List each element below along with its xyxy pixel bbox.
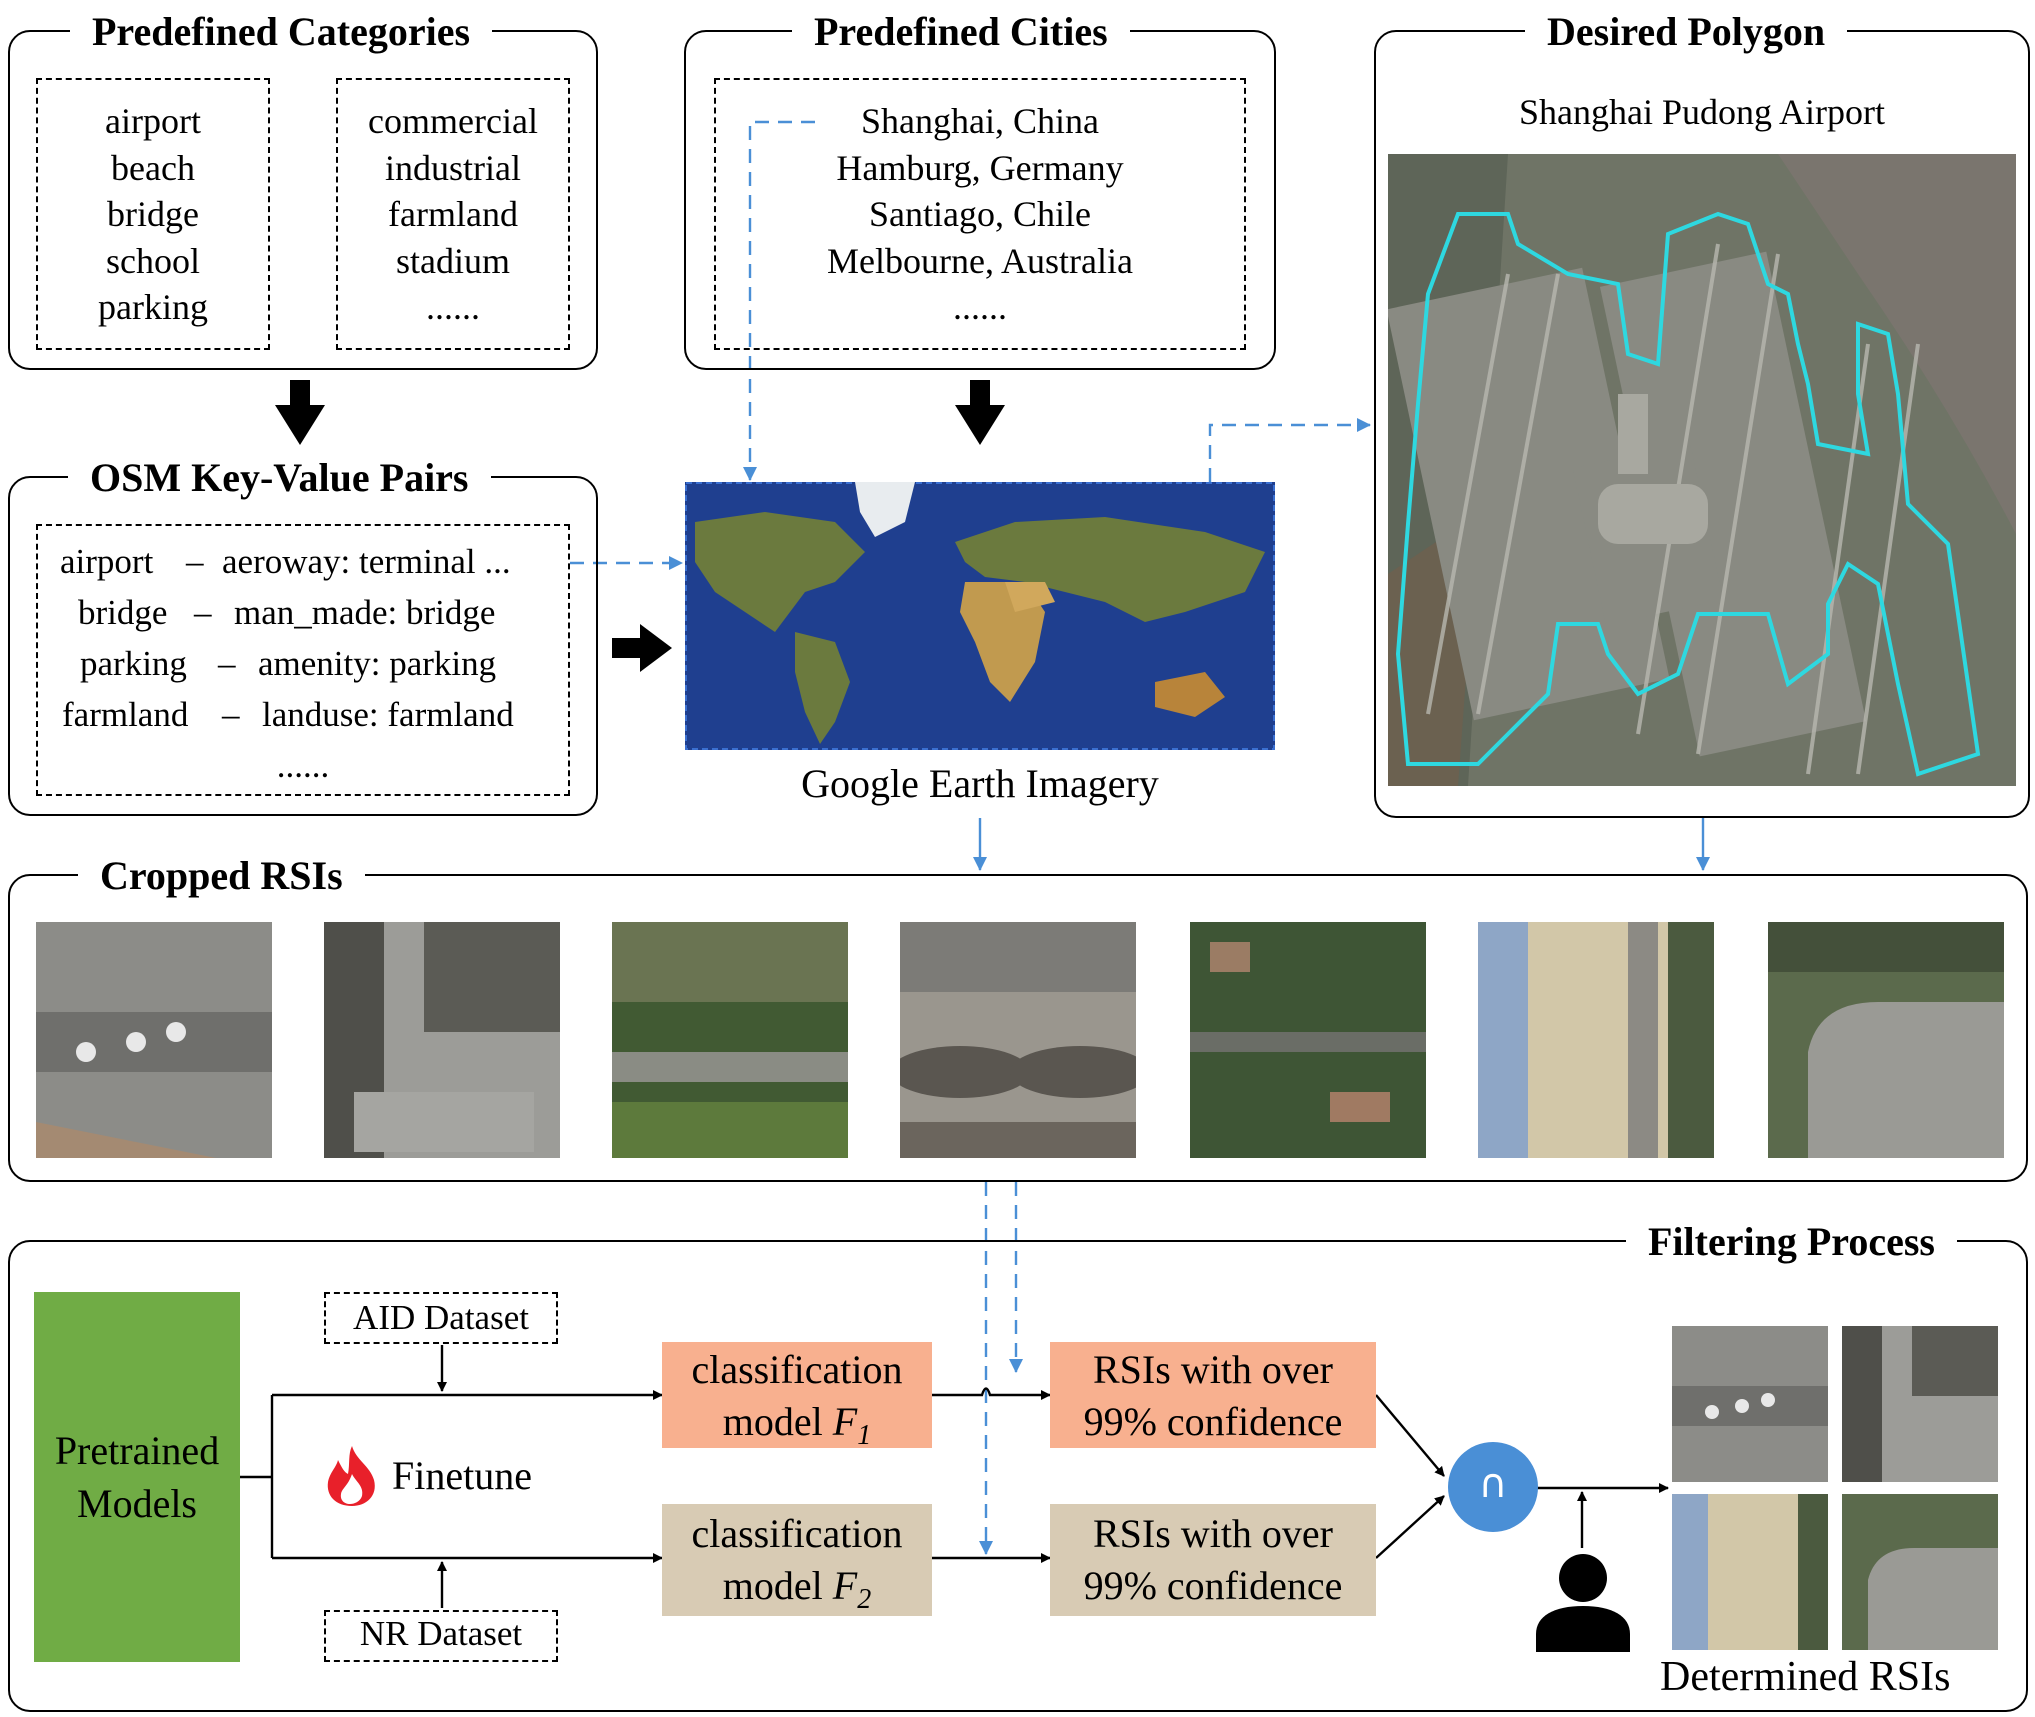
desired-polygon-title: Desired Polygon (1525, 8, 1848, 56)
osm-key: bridge (78, 593, 168, 632)
osm-value: amenity: parking (258, 644, 497, 683)
category-item: industrial (385, 147, 521, 188)
categories-col1-list: airport beach bridge school parking (36, 98, 270, 331)
arrow-rsi2-to-intersect (1375, 1495, 1445, 1559)
wire-pretrained-branch (240, 1395, 274, 1558)
category-item: stadium (396, 240, 510, 281)
osm-pair-row: parking – amenity: parking (36, 638, 570, 689)
model2-line2: model F2 (722, 1563, 872, 1615)
person-icon (1534, 1552, 1632, 1652)
osm-key: parking (80, 644, 187, 683)
city-item: Santiago, Chile (869, 194, 1091, 234)
rsi-thumbnail (900, 922, 1136, 1158)
intersection-node: ∩ (1448, 1442, 1538, 1532)
osm-value: aeroway: terminal ... (222, 542, 511, 581)
aid-dataset-label: AID Dataset (353, 1298, 529, 1337)
flame-icon (322, 1444, 384, 1508)
category-item: bridge (107, 194, 199, 234)
category-item: beach (111, 147, 195, 188)
city-item: ...... (953, 287, 1007, 327)
city-item: Hamburg, Germany (836, 147, 1124, 188)
determined-rsi-thumbnail (1842, 1494, 1998, 1650)
osm-separator: – (222, 695, 240, 734)
osm-pairs-box (36, 524, 570, 796)
osm-key: farmland (62, 695, 189, 734)
osm-value: man_made: bridge (234, 593, 496, 632)
cities-list: Shanghai, China Hamburg, Germany Santiag… (714, 98, 1246, 331)
rsi-thumbnail (612, 922, 848, 1158)
categories-col1-box (36, 78, 270, 350)
category-item: farmland (388, 194, 518, 234)
osm-separator: – (186, 542, 204, 581)
categories-col2-list: commercial industrial farmland stadium .… (336, 98, 570, 331)
arrow-model1-to-rsi1 (932, 1387, 1051, 1400)
osm-pair-row: airport – aeroway: terminal ... (36, 536, 570, 587)
aid-dataset-box (324, 1292, 558, 1344)
osm-separator: – (218, 644, 236, 683)
desired-polygon-subtitle: Shanghai Pudong Airport (1519, 92, 1885, 132)
classification-model-2-box: classification model F2 (662, 1504, 932, 1616)
google-earth-caption: Google Earth Imagery (801, 761, 1159, 806)
airport-satellite-image (1388, 154, 2016, 786)
predefined-categories-title: Predefined Categories (70, 8, 493, 56)
model1-line2: model F1 (722, 1399, 872, 1451)
rsi1-line: 99% confidence (1083, 1399, 1343, 1444)
rsis-confidence-2-box: RSIs with over 99% confidence (1050, 1504, 1376, 1616)
osm-pair-row: bridge – man_made: bridge (36, 587, 570, 638)
determined-rsi-thumbnail (1672, 1494, 1828, 1650)
dashed-arrow-earth-to-polygon (1208, 418, 1371, 482)
rsis-confidence-1-box: RSIs with over 99% confidence (1050, 1342, 1376, 1448)
thick-arrow-osm-to-earth (612, 624, 672, 672)
rsi-thumbnail (324, 922, 560, 1158)
category-item: commercial (368, 101, 538, 141)
rsi-thumbnail (36, 922, 272, 1158)
thick-arrow-cities-to-earth (955, 380, 1005, 445)
osm-ellipsis: ...... (276, 746, 330, 785)
rsi1-line: RSIs with over (1093, 1347, 1333, 1392)
finetune-label: Finetune (392, 1453, 532, 1498)
filtering-process-title: Filtering Process (1626, 1218, 1957, 1266)
classification-model-1-box: classification model F1 (662, 1342, 932, 1451)
rsi-thumbnail (1478, 922, 1714, 1158)
osm-separator: – (194, 593, 212, 632)
model1-line1: classification (691, 1347, 903, 1392)
determined-rsi-thumbnail (1842, 1326, 1998, 1482)
category-item: parking (98, 287, 208, 327)
determined-rsis-label: Determined RSIs (1660, 1654, 1951, 1700)
dashed-arrow-cities-to-earth (743, 120, 815, 481)
intersection-symbol: ∩ (1478, 1461, 1508, 1507)
osm-pair-row: farmland – landuse: farmland (36, 689, 570, 740)
category-item: school (106, 240, 200, 281)
category-item: airport (105, 101, 201, 141)
osm-pair-row: ...... (36, 740, 570, 791)
predefined-cities-title: Predefined Cities (792, 8, 1130, 56)
city-item: Melbourne, Australia (827, 240, 1133, 281)
cropped-rsis-title: Cropped RSIs (78, 852, 365, 900)
world-map-image (685, 482, 1275, 750)
osm-value: landuse: farmland (262, 695, 514, 734)
determined-rsi-thumbnail (1672, 1326, 1828, 1482)
filtering-process-panel (8, 1240, 2028, 1712)
rsi2-line: RSIs with over (1093, 1511, 1333, 1556)
nr-dataset-box (324, 1610, 558, 1662)
rsi-thumbnail (1190, 922, 1426, 1158)
pretrained-line: Models (77, 1481, 197, 1526)
osm-key-value-title: OSM Key-Value Pairs (68, 454, 491, 502)
arrow-rsi1-to-intersect (1375, 1394, 1445, 1477)
cities-list-box (714, 78, 1246, 350)
thick-arrow-categories-to-osm (275, 380, 325, 445)
osm-key: airport (60, 542, 154, 581)
osm-pairs-list: airport – aeroway: terminal ... bridge –… (36, 536, 570, 791)
nr-dataset-label: NR Dataset (359, 1614, 523, 1653)
rsi-thumbnail (1768, 922, 2004, 1158)
model2-line1: classification (691, 1511, 903, 1556)
pretrained-line: Pretrained (54, 1428, 220, 1473)
category-item: ...... (426, 287, 480, 327)
cropped-rsis-panel (8, 874, 2028, 1182)
categories-col2-box (336, 78, 570, 350)
rsi2-line: 99% confidence (1083, 1563, 1343, 1608)
pretrained-models-box: Pretrained Models (34, 1292, 240, 1662)
city-item: Shanghai, China (861, 101, 1099, 141)
